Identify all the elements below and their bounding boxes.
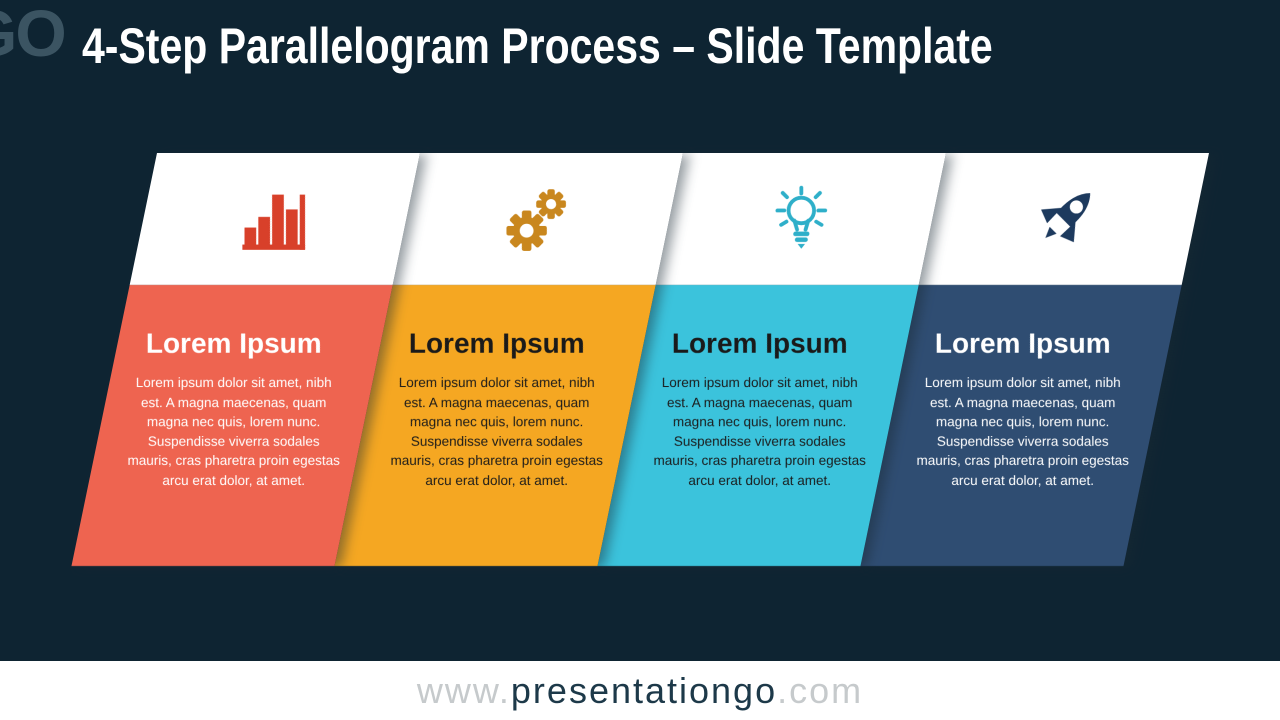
step-panel-2: Lorem Ipsum Lorem ipsum dolor sit amet, …: [334, 153, 683, 566]
gears-icon: [504, 185, 572, 253]
presentationgo-logo: GO: [0, 0, 67, 70]
footer-url-brand: presentationgo: [510, 669, 778, 711]
step-1-body: Lorem ipsum dolor sit amet, nibh est. A …: [127, 375, 340, 488]
footer-url-prefix: www.: [416, 669, 511, 711]
panel-4-icon-section: [918, 153, 1209, 285]
step-2-heading: Lorem Ipsum: [408, 328, 585, 359]
step-4-body: Lorem ipsum dolor sit amet, nibh est. A …: [916, 375, 1129, 488]
step-3-body: Lorem ipsum dolor sit amet, nibh est. A …: [653, 375, 866, 488]
footer-url-suffix: .com: [777, 669, 864, 711]
step-3-heading: Lorem Ipsum: [671, 328, 848, 359]
rocket-icon: [1025, 180, 1103, 258]
panel-2-icon-section: [392, 153, 683, 285]
step-1-heading: Lorem Ipsum: [145, 328, 322, 359]
step-panel-4: Lorem Ipsum Lorem ipsum dolor sit amet, …: [860, 153, 1209, 566]
step-4-heading: Lorem Ipsum: [934, 328, 1111, 359]
step-2-body: Lorem ipsum dolor sit amet, nibh est. A …: [390, 375, 603, 488]
footer-bar: www.presentationgo.com: [0, 661, 1280, 720]
step-panel-3: Lorem Ipsum Lorem ipsum dolor sit amet, …: [597, 153, 946, 566]
step-panel-1: Lorem Ipsum Lorem ipsum dolor sit amet, …: [71, 153, 420, 566]
panel-1-icon-section: [129, 153, 420, 285]
bar-chart-icon: [241, 185, 309, 253]
panel-3-icon-section: [655, 153, 946, 285]
lightbulb-icon: [767, 185, 835, 253]
slide-title: 4-Step Parallelogram Process – Slide Tem…: [82, 18, 993, 74]
